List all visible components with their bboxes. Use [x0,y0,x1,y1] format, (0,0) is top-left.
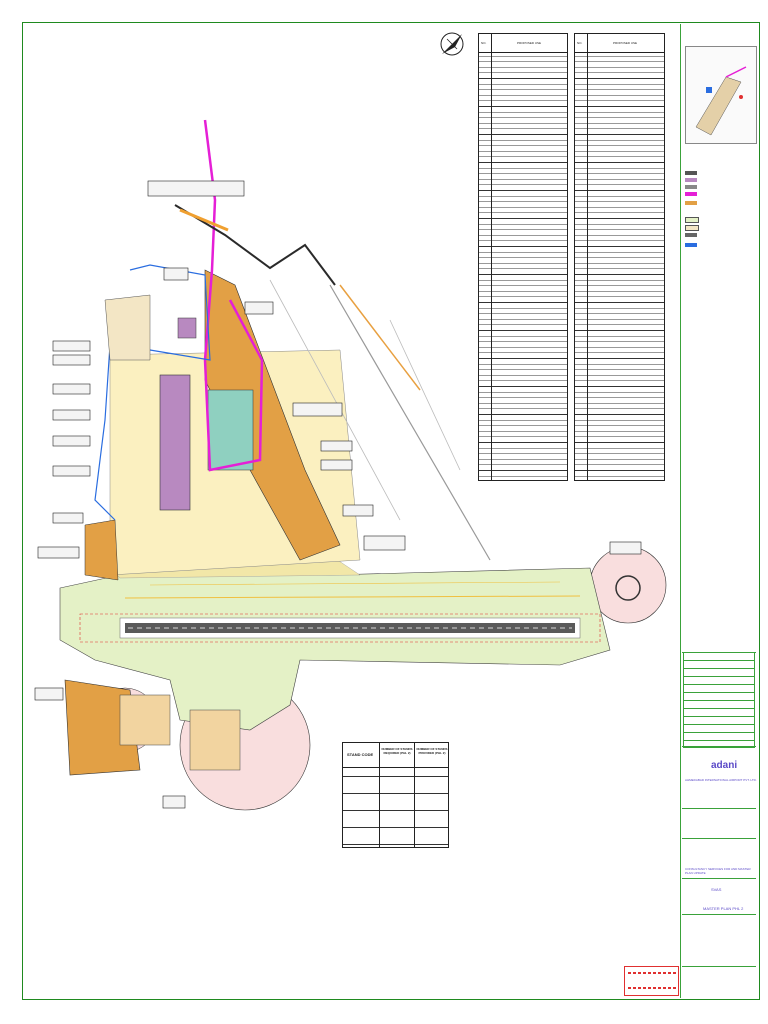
stands-required-header: NUMBER OF STANDS REQUIRED (PHL 2) [381,747,413,755]
stand-code-header: STAND CODE [347,752,374,757]
callout-west-7 [52,512,84,524]
drawing-code: SVAS [711,887,722,892]
west-building-block [104,294,151,361]
terminal-annex [177,317,197,339]
callout-north [163,267,189,281]
title-block: adani AHMEDABAD INTERNATIONAL AIRPORT PV… [680,24,758,998]
access-road [203,119,264,472]
right-col-no-header: NO. [577,41,583,45]
project-name: CONSULTANCY SERVICES FOR AND MASTER PLAN… [685,867,751,875]
callout-east [292,402,343,417]
callout-east-2 [320,440,353,452]
drawing-title: MASTER PLAN PHL 2 [703,906,744,911]
proposed-use-table-right: NO. PROPOSED USE [574,33,665,481]
title-block-divider [682,966,756,967]
callout-south [162,795,186,809]
col-no-header: NO. [481,41,487,45]
callout-west-3 [52,383,91,395]
key-plan-map [695,66,747,136]
road-segment-orange [179,208,229,232]
right-col-use-header: PROPOSED USE [613,41,638,45]
callout-east-3 [320,459,353,471]
landside-cargo [84,519,119,581]
callout-east-5 [363,535,406,551]
title-block-divider [682,838,756,839]
city-road [174,204,336,286]
runway-end-safety-area [79,613,601,643]
stands-provided-header: NUMBER OF STANDS PROVIDED (PHL 2) [416,747,448,755]
approach-road [329,284,491,561]
title-block-divider [682,808,756,809]
title-block-divider [682,914,756,915]
taxiway-b [149,581,561,586]
revision-table [683,652,755,748]
perimeter-road-inner [269,279,401,521]
proposed-use-table-left: NO. PROPOSED USE [478,33,568,481]
protection-zone-east [589,546,667,624]
perimeter-road [389,319,461,471]
airside-grass [59,567,611,731]
callout-southwest [34,687,64,701]
title-block-divider [682,746,756,747]
forecourt [207,389,254,471]
company-logo: adani [711,760,738,771]
client-name: AHMEDABAD INTERNATIONAL AIRPORT PVT. LTD… [685,778,757,782]
legend [685,149,755,259]
title-block-divider [682,878,756,879]
drawing-frame [22,22,760,1000]
stand-table: STAND CODE NUMBER OF STANDS REQUIRED (PH… [342,742,449,848]
callout-west-2 [52,354,91,366]
approval-stamp [624,966,679,996]
title-block-divider [682,652,756,653]
callout-west-4 [52,409,91,421]
parallel-taxiway [124,595,581,599]
callout-turnaround [609,541,642,555]
key-plan [685,46,757,144]
north-arrow-icon [440,32,464,56]
runway [125,623,575,633]
callout-west-6 [52,465,91,477]
callout-road [147,180,245,197]
south-apron-block [189,709,241,771]
terminal-building [159,374,191,511]
south-building-block [119,694,171,746]
approach-road-highlight [339,284,421,391]
east-turnaround [615,575,641,601]
callout-east-4 [342,504,374,517]
col-use-header: PROPOSED USE [517,41,542,45]
callout-west-8 [37,546,80,559]
callout-landside [244,301,274,315]
callout-west-1 [52,340,91,352]
callout-west-5 [52,435,91,447]
